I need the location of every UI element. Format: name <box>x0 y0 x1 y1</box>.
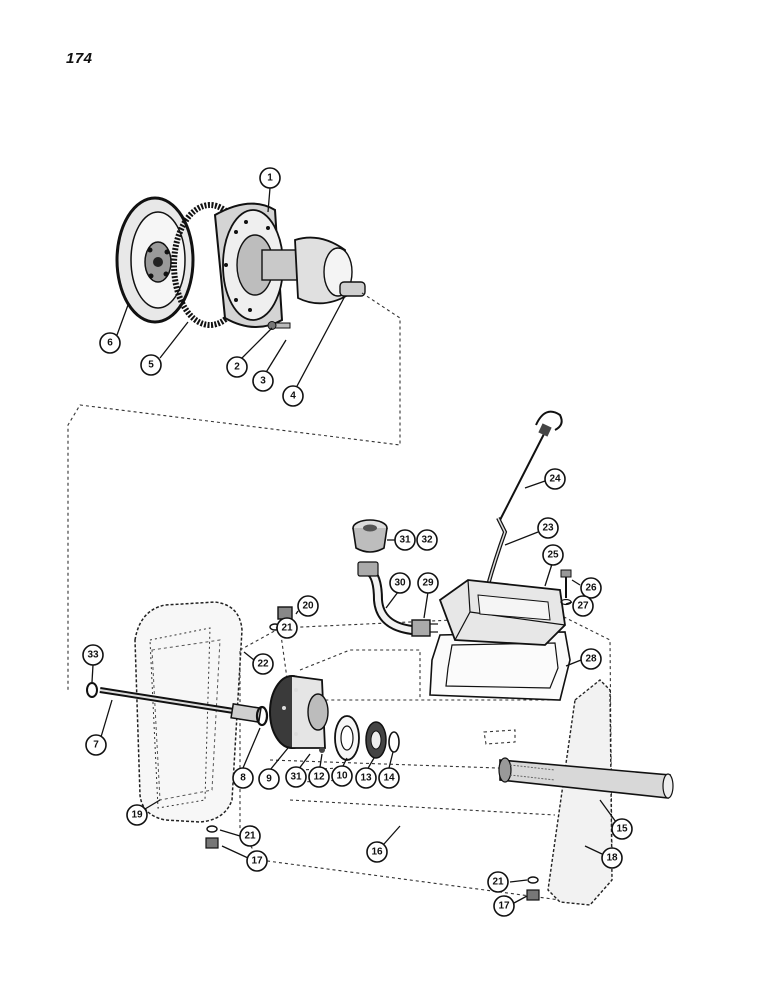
svg-text:22: 22 <box>257 659 269 670</box>
callout-25: 25 <box>542 544 564 566</box>
svg-text:31: 31 <box>290 772 302 783</box>
snap-ring-part <box>388 731 400 753</box>
svg-text:25: 25 <box>547 550 559 561</box>
thrust-washer-part <box>334 715 360 761</box>
callout-26: 26 <box>580 577 602 599</box>
leader-lines <box>91 187 617 904</box>
svg-text:19: 19 <box>131 810 143 821</box>
svg-text:8: 8 <box>240 773 246 784</box>
callout-5: 5 <box>140 354 162 376</box>
svg-text:26: 26 <box>585 583 597 594</box>
callout-23: 23 <box>537 517 559 539</box>
svg-text:4: 4 <box>290 391 296 402</box>
callout-17b: 17 <box>493 895 515 917</box>
callout-24: 24 <box>544 468 566 490</box>
callout-21a: 21 <box>276 617 298 639</box>
svg-text:2: 2 <box>234 362 240 373</box>
page-number: 174 <box>66 50 93 67</box>
svg-text:31: 31 <box>399 535 411 546</box>
callout-7: 7 <box>85 734 107 756</box>
svg-text:17: 17 <box>498 901 510 912</box>
drain-plug-part <box>205 825 540 901</box>
dipstick-part <box>499 410 563 521</box>
bolt-part <box>267 321 291 330</box>
fitting-part <box>411 619 438 637</box>
input-shaft-part <box>99 687 262 723</box>
svg-text:20: 20 <box>302 601 314 612</box>
callout-6: 6 <box>99 332 121 354</box>
top-cover-part <box>438 579 566 646</box>
flywheel-part <box>115 196 195 324</box>
seal-ring-part <box>255 705 269 727</box>
output-shaft-part <box>498 757 674 799</box>
callout-18: 18 <box>601 847 623 869</box>
svg-text:14: 14 <box>383 773 395 784</box>
svg-text:29: 29 <box>422 578 434 589</box>
svg-text:33: 33 <box>87 650 99 661</box>
callout-19: 19 <box>126 804 148 826</box>
callout-3: 3 <box>252 370 274 392</box>
svg-text:21: 21 <box>281 623 293 634</box>
callout-20: 20 <box>297 595 319 617</box>
callout-28: 28 <box>580 648 602 670</box>
breather-part <box>352 519 388 553</box>
cover-bolt-part <box>560 569 572 606</box>
callout-29: 29 <box>417 572 439 594</box>
svg-text:24: 24 <box>549 474 561 485</box>
callout-30: 30 <box>389 572 411 594</box>
svg-text:1: 1 <box>267 173 273 184</box>
callout-10: 10 <box>331 765 353 787</box>
svg-text:12: 12 <box>313 772 325 783</box>
callout-32: 32 <box>416 529 438 551</box>
callout-21c: 21 <box>487 871 509 893</box>
callout-31a: 31 <box>285 766 307 788</box>
pin-12-part <box>319 747 325 753</box>
bearing-part <box>365 721 387 759</box>
callout-21b: 21 <box>239 825 261 847</box>
callout-17a: 17 <box>246 850 268 872</box>
svg-text:18: 18 <box>606 853 618 864</box>
svg-text:9: 9 <box>266 774 272 785</box>
callout-13: 13 <box>355 767 377 789</box>
callout-1: 1 <box>259 167 281 189</box>
oil-pump-part <box>269 675 329 749</box>
svg-text:27: 27 <box>577 601 589 612</box>
callout-27: 27 <box>572 595 594 617</box>
filler-tube-part <box>486 517 508 586</box>
svg-text:13: 13 <box>360 773 372 784</box>
oil-line-part <box>357 561 413 635</box>
callout-31b: 31 <box>394 529 416 551</box>
svg-text:3: 3 <box>260 376 266 387</box>
svg-text:30: 30 <box>394 578 406 589</box>
plug-part <box>269 606 293 631</box>
callout-2: 2 <box>226 356 248 378</box>
svg-text:17: 17 <box>251 856 263 867</box>
callout-15: 15 <box>611 818 633 840</box>
svg-text:15: 15 <box>616 824 628 835</box>
callout-12: 12 <box>308 766 330 788</box>
svg-text:5: 5 <box>148 360 154 371</box>
svg-text:23: 23 <box>542 523 554 534</box>
callout-16: 16 <box>366 841 388 863</box>
gasket-part <box>149 627 211 809</box>
callout-9: 9 <box>258 768 280 790</box>
svg-text:21: 21 <box>244 831 256 842</box>
callout-33: 33 <box>82 644 104 666</box>
svg-text:6: 6 <box>107 338 113 349</box>
svg-text:32: 32 <box>421 535 433 546</box>
callout-8: 8 <box>232 767 254 789</box>
svg-text:16: 16 <box>371 847 383 858</box>
callout-14: 14 <box>378 767 400 789</box>
svg-text:21: 21 <box>492 877 504 888</box>
svg-text:10: 10 <box>336 771 348 782</box>
callout-4: 4 <box>282 385 304 407</box>
svg-text:28: 28 <box>585 654 597 665</box>
svg-text:7: 7 <box>93 740 99 751</box>
torque-converter-part <box>213 202 366 328</box>
seal-33-part <box>86 682 98 698</box>
callout-22: 22 <box>252 653 274 675</box>
